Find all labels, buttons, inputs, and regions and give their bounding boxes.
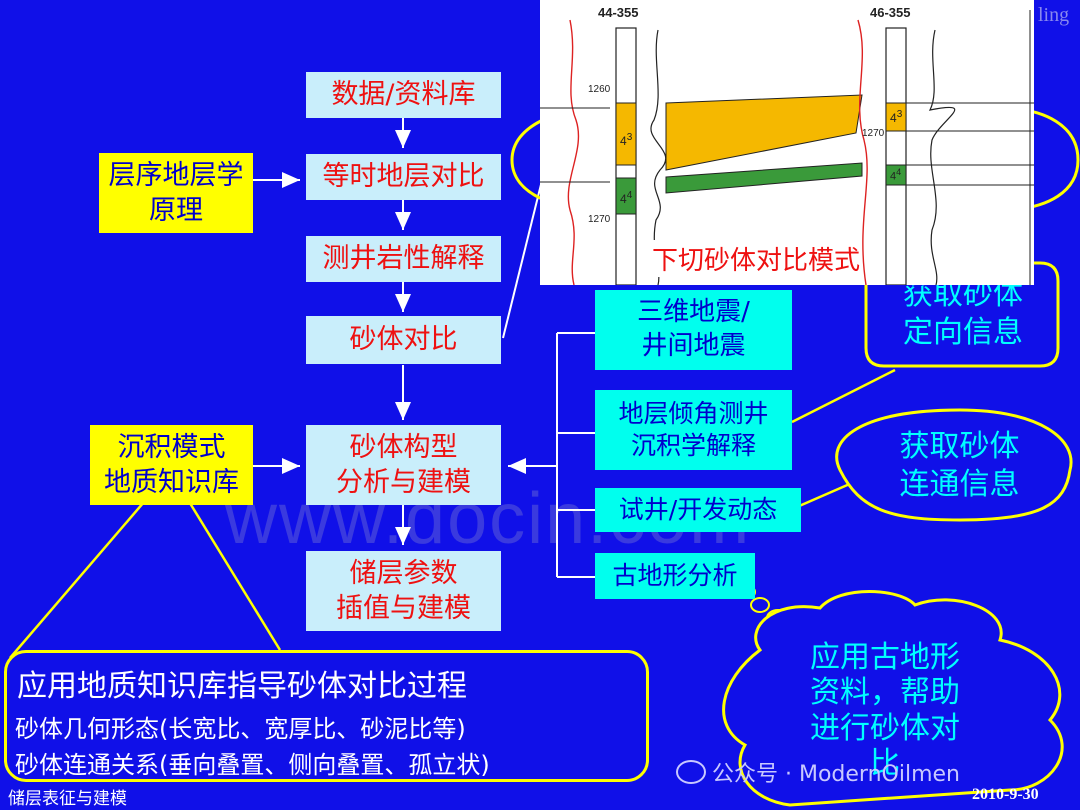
layer-num: 4: [890, 111, 897, 125]
sequence-stratigraphy-box: 层序地层学 原理: [99, 153, 253, 233]
paleo-topography-box: 古地形分析: [595, 553, 755, 599]
depth-1270-right: 1270: [862, 128, 885, 139]
knowledge-line-connectivity: 砂体连通关系(垂向叠置、侧向叠置、孤立状): [15, 751, 490, 779]
layer-label-4-4-left: 44: [620, 190, 632, 206]
layer-sup: 3: [896, 109, 903, 120]
depth-1270-left: 1270: [588, 214, 611, 225]
sedimentary-model-box: 沉积模式 地质知识库: [90, 425, 253, 505]
depth-1260: 1260: [588, 84, 611, 95]
reservoir-params-box: 储层参数 插值与建模: [306, 551, 501, 631]
well-label-46-355: 46-355: [870, 5, 911, 20]
layer-sup: 4: [896, 167, 902, 177]
layer-num: 4: [620, 192, 627, 206]
database-box: 数据/资料库: [306, 72, 501, 118]
wechat-watermark: 公众号 · ModernOilmen: [676, 756, 960, 788]
layer-sup: 3: [626, 132, 633, 143]
dipmeter-box: 地层倾角测井 沉积学解释: [595, 390, 792, 470]
wechat-icon: [676, 760, 706, 784]
layer-num: 4: [890, 170, 897, 183]
layer-label-4-3-right: 43: [890, 109, 902, 125]
well-test-box: 试井/开发动态: [595, 488, 801, 532]
log-figure-caption: 下切砂体对比模式: [652, 240, 861, 277]
knowledge-application-box: 应用地质知识库指导砂体对比过程 砂体几何形态(长宽比、宽厚比、砂泥比等) 砂体连…: [4, 650, 649, 782]
knowledge-title: 应用地质知识库指导砂体对比过程: [17, 669, 467, 704]
connectivity-callout-text: 获取砂体 连通信息: [899, 429, 1020, 502]
wechat-account-text: 公众号 · ModernOilmen: [712, 762, 960, 787]
seismic-box: 三维地震/ 井间地震: [595, 290, 792, 370]
log-lithology-interpretation-box: 测井岩性解释: [306, 236, 501, 282]
direction-callout-text: 获取砂体 定向信息: [903, 277, 1023, 350]
layer-num: 4: [620, 134, 627, 148]
paleo-callout-text: 应用古地形 资料，帮助 进行砂体对 比: [810, 640, 960, 782]
knowledge-line-geometry: 砂体几何形态(长宽比、宽厚比、砂泥比等): [15, 715, 466, 743]
footer-date: 2010-9-30: [972, 786, 1039, 803]
layer-sup: 4: [626, 190, 633, 201]
isochronous-correlation-box: 等时地层对比: [306, 154, 501, 200]
well-label-44-355: 44-355: [598, 5, 639, 20]
layer-label-4-3-left: 43: [620, 132, 632, 148]
corner-fragment-text: ling: [1038, 4, 1070, 26]
footer-title: 储层表征与建模: [8, 789, 127, 809]
well-log-correlation-figure: 44-355 46-355 1260 1270 1270 43 44 43 44…: [540, 0, 1034, 285]
sand-correlation-box: 砂体对比: [306, 316, 501, 364]
sand-architecture-box: 砂体构型 分析与建模: [306, 425, 501, 505]
log-correlation-svg: [540, 10, 1034, 285]
layer-label-4-4-right: 44: [890, 167, 901, 183]
